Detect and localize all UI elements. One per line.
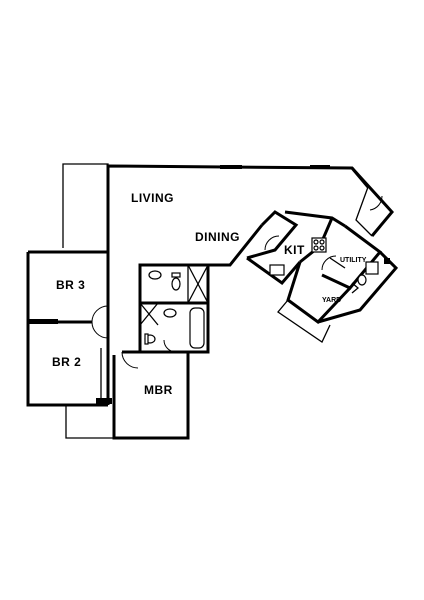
room-label-dining: DINING xyxy=(195,230,240,244)
br2-balcony xyxy=(65,405,113,439)
room-label-utility: UTILITY xyxy=(340,257,367,264)
room-label-master-bedroom: MBR xyxy=(144,383,173,397)
living-balcony xyxy=(62,163,109,248)
bathrooms xyxy=(138,263,210,354)
room-label-bedroom-3: BR 3 xyxy=(56,278,85,292)
bedroom-doors xyxy=(91,305,109,339)
kitchen-walls xyxy=(246,210,346,286)
utility-walls xyxy=(321,224,383,290)
room-label-bedroom-2: BR 2 xyxy=(52,355,81,369)
room-label-yard: YARD xyxy=(322,297,341,304)
bedroom-2-walls xyxy=(26,322,112,407)
yard-walls xyxy=(277,250,399,343)
room-label-kitchen: KIT xyxy=(284,243,305,257)
entry-walls xyxy=(350,166,394,237)
room-label-living: LIVING xyxy=(131,191,174,205)
